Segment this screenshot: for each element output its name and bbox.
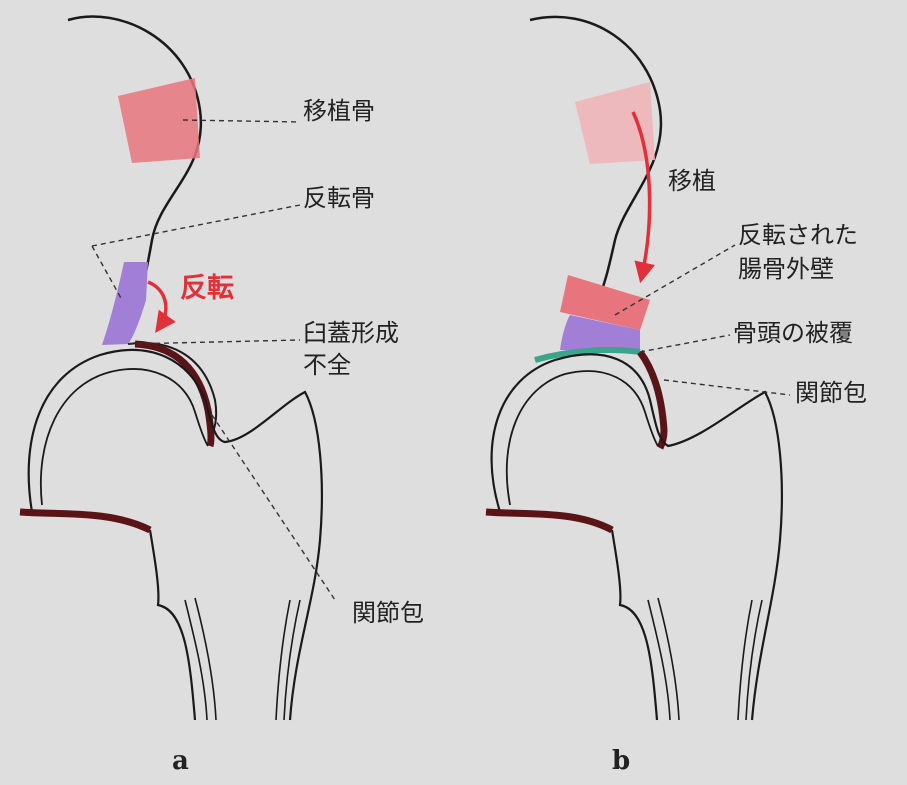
label-flip-arrow-a: 反転: [180, 273, 234, 304]
label-graft-a: 移植骨: [303, 97, 375, 125]
panel-b: [485, 15, 791, 721]
femoral-head-outline-b: [490, 353, 783, 721]
femur-shaft-b: [647, 597, 763, 721]
capsule-lower-a: [19, 508, 152, 534]
leader-flipped-a: [91, 204, 301, 247]
femoral-head-outline-a: [27, 348, 323, 721]
leader-capsule-a: [211, 414, 336, 601]
leader-capsule-b: [663, 379, 791, 396]
leader-flipped-a2: [91, 245, 123, 301]
transplant-arrow-b: [631, 111, 655, 284]
label-dysplasia-line1-a: 臼蓋形成: [303, 319, 399, 347]
ilium-outline-b: [529, 15, 663, 296]
graft-placed-b: [560, 275, 650, 330]
capsule-lower-b: [485, 508, 614, 534]
leader-graft-a: [182, 119, 301, 123]
label-capsule-b: 関節包: [795, 379, 867, 407]
capsule-a: [134, 340, 215, 448]
label-head-cover-b: 骨頭の被覆: [733, 319, 853, 347]
panel-a: [19, 15, 336, 721]
flipped-bone-a: [102, 262, 148, 345]
leader-head-cover-b: [639, 334, 731, 353]
panel-letter-a: a: [172, 746, 189, 776]
graft-origin-b: [575, 82, 655, 164]
head-cover-b: [534, 347, 641, 363]
flip-arrow-a: [147, 280, 176, 333]
leader-dysplasia-a: [127, 339, 301, 345]
label-flipped-wall-line2-b: 腸骨外壁: [738, 255, 834, 283]
label-capsule-a: 関節包: [352, 599, 424, 627]
label-transplant-b: 移植: [668, 167, 716, 195]
femur-shaft-a: [184, 597, 301, 721]
capsule-b: [637, 349, 668, 450]
label-flipped-wall-line1-b: 反転された: [738, 221, 858, 249]
label-flipped-bone-a: 反転骨: [303, 184, 375, 212]
leader-flipped-wall-b: [614, 244, 736, 316]
femur-neck-b: [610, 529, 659, 721]
femur-neck-a: [148, 529, 197, 721]
label-dysplasia-line2-a: 不全: [303, 351, 351, 379]
femoral-head-inner-a: [40, 368, 209, 506]
flipped-wall-b: [560, 315, 640, 352]
graft-block-a: [118, 78, 200, 163]
panel-letter-b: b: [612, 746, 631, 776]
femoral-head-inner-b: [505, 370, 659, 506]
